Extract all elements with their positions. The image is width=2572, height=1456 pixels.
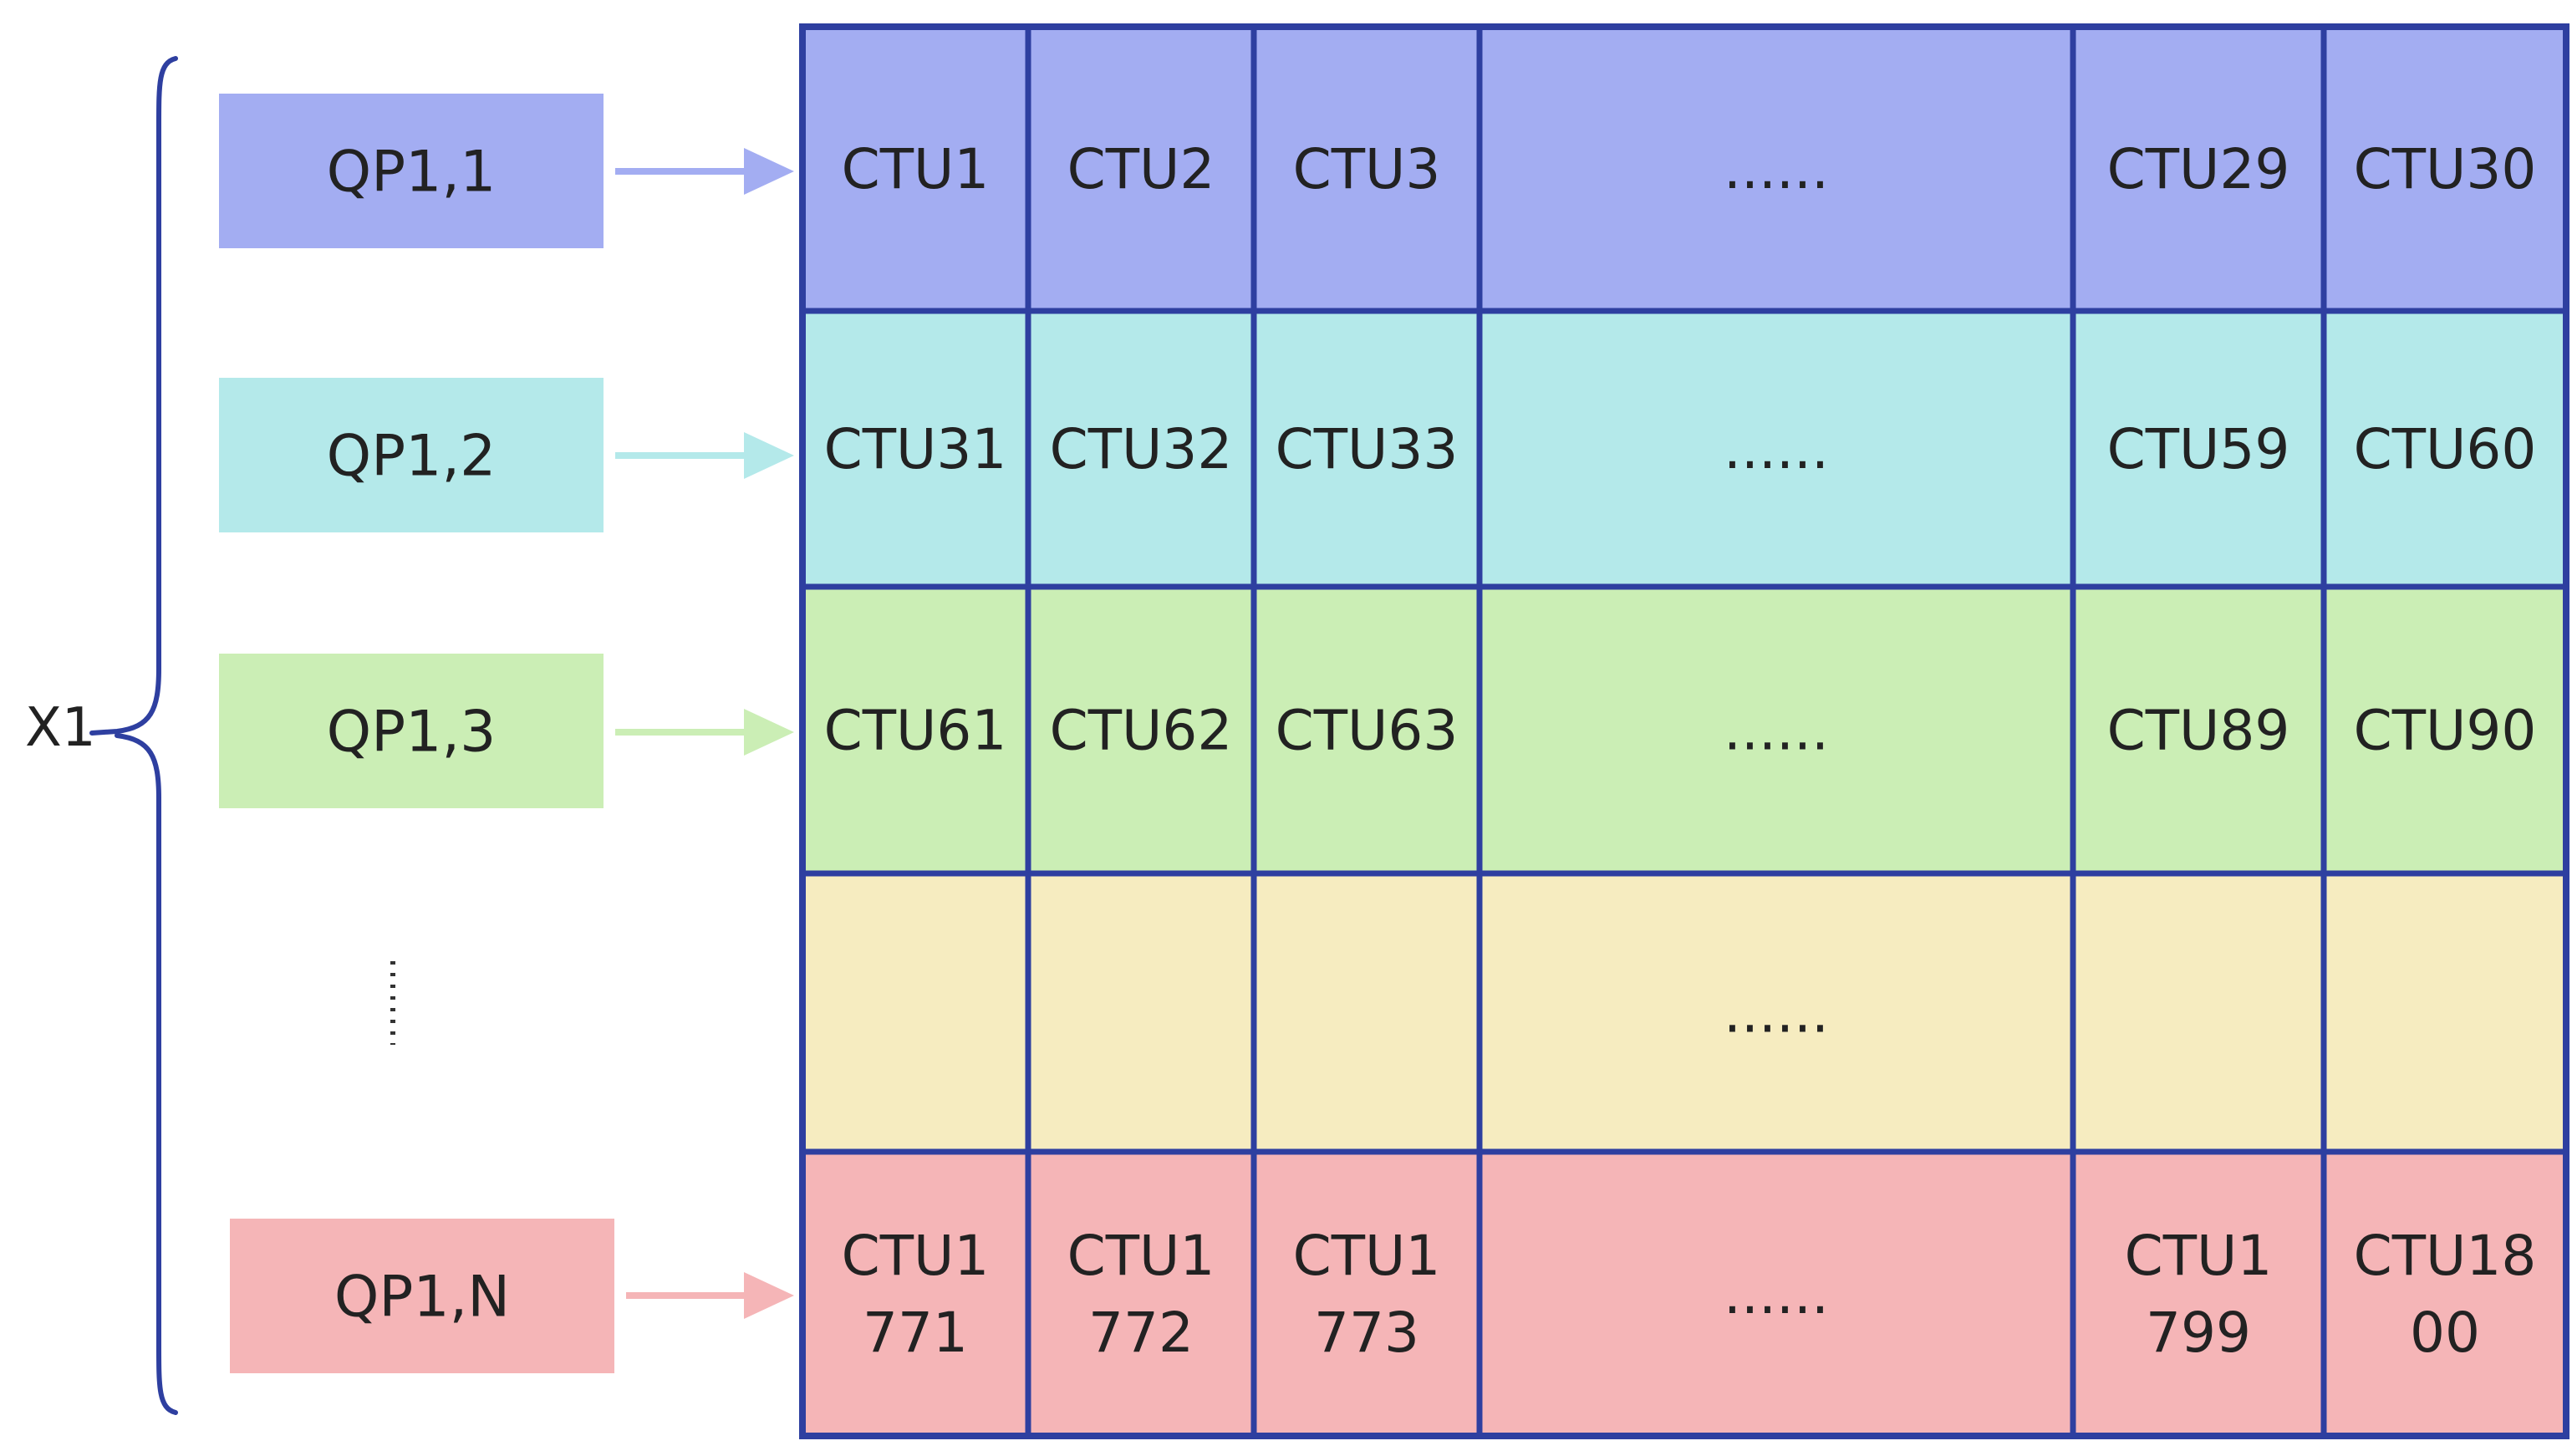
ctu-label: CTU89: [2107, 699, 2290, 763]
qp-label-box: QP1,1: [219, 94, 604, 248]
row-5-background: [802, 1152, 2566, 1436]
ctu-label: CTU61: [824, 699, 1007, 763]
ctu-label: CTU90: [2354, 699, 2537, 763]
grid-outer-border: [799, 23, 2569, 1439]
qp-label-box: QP1,N: [230, 1219, 614, 1373]
qp-label: QP1,3: [327, 700, 497, 766]
cell-ellipsis: ......: [1724, 1262, 1829, 1326]
ctu-label: CTU63: [1276, 699, 1459, 763]
ctu-label: CTU60: [2354, 417, 2537, 481]
ctu-label: CTU1: [842, 137, 990, 201]
ctu-label: CTU59: [2107, 417, 2290, 481]
qp-label: QP1,2: [327, 424, 497, 490]
cell-ellipsis: ......: [1724, 417, 1829, 481]
left-curly-brace: [89, 56, 178, 1415]
arrow: [626, 1272, 794, 1319]
ctu-label: CTU30: [2354, 137, 2537, 201]
row-2-background: [802, 311, 2566, 587]
ctu-label: CTU62: [1050, 699, 1233, 763]
qp-label-box: QP1,3: [219, 654, 604, 808]
ctu-label: CTU32: [1050, 417, 1233, 481]
ctu-label: CTU29: [2107, 137, 2290, 201]
cell-ellipsis: ......: [1724, 137, 1829, 201]
qp-label-box: QP1,2: [219, 378, 604, 532]
row-4-background: [802, 873, 2566, 1152]
row-1-background: [802, 27, 2566, 311]
arrow: [615, 148, 794, 195]
qp-label-background: [230, 1219, 614, 1373]
brace-label: X1: [25, 697, 96, 759]
ctu-label: CTU2: [1067, 137, 1215, 201]
arrow: [615, 709, 794, 756]
qp-label-background: [219, 94, 604, 248]
cell-ellipsis: ......: [1724, 981, 1829, 1046]
qp-label: QP1,1: [327, 140, 497, 206]
row-3-background: [802, 587, 2566, 873]
ctu-label: CTU3: [1293, 137, 1441, 201]
cell-ellipsis: ......: [1724, 699, 1829, 763]
brace-group: X1: [25, 56, 178, 1415]
ctu-label: CTU31: [824, 417, 1007, 481]
arrows-group: [615, 148, 794, 1319]
arrow: [615, 432, 794, 479]
qp-label-background: [219, 654, 604, 808]
qp-label-background: [219, 378, 604, 532]
ctu-label: CTU33: [1276, 417, 1459, 481]
qp-label: QP1,N: [334, 1265, 510, 1331]
